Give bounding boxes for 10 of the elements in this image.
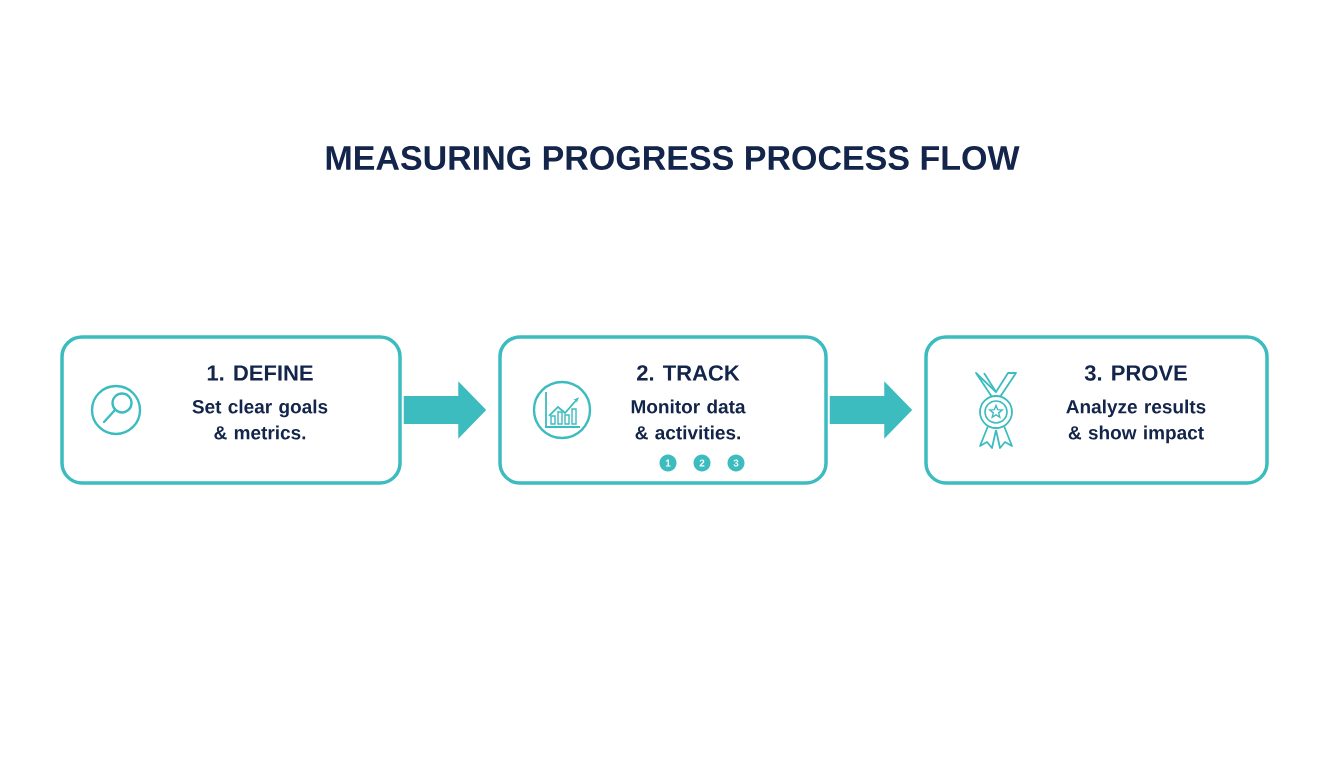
step-heading: 3. PROVE	[1084, 365, 1187, 381]
step-box	[60, 335, 402, 485]
step-heading: 1. DEFINE	[207, 365, 313, 381]
step-box	[924, 335, 1269, 485]
step-description: Monitor data & activities.	[631, 399, 746, 440]
title: MEASURING PROGRESS PROCESS FLOW	[326, 145, 1020, 170]
step-heading: 2. TRACK	[637, 365, 740, 381]
step-description: Analyze results & show impact	[1066, 399, 1206, 444]
step-box	[498, 335, 828, 485]
step-description: Set clear goals & metrics.	[192, 399, 328, 440]
